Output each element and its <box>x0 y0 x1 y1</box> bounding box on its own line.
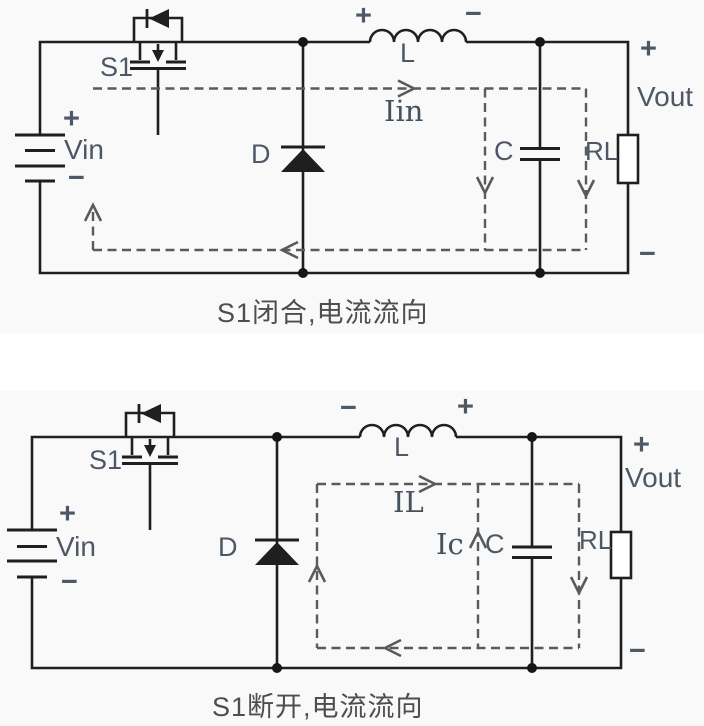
current-arrows <box>307 474 589 658</box>
mosfet-s1 <box>130 9 186 135</box>
vout-minus-sign: − <box>639 238 656 270</box>
current-arrow-down-icon <box>475 176 495 196</box>
diode-d <box>255 437 299 668</box>
inductor-l <box>358 423 458 438</box>
inductor-label: L <box>394 432 410 462</box>
inductor-minus-sign: − <box>465 0 482 30</box>
current-arrow-down-icon <box>569 576 589 596</box>
current-arrow-left-icon <box>279 240 299 260</box>
current-arrow-up-icon <box>468 529 488 549</box>
wires <box>30 435 623 670</box>
current-arrow-up-icon <box>83 202 103 222</box>
junction-dots <box>298 37 545 278</box>
vin-minus-sign: − <box>61 566 78 598</box>
inductor-label: L <box>400 38 416 68</box>
diode-triangle-icon <box>281 149 325 172</box>
diode-d <box>281 42 325 273</box>
current-arrow-down-icon <box>576 179 596 199</box>
mosfet-s1 <box>122 404 178 530</box>
inductor-plus-sign: + <box>457 391 474 423</box>
diode-label: D <box>251 139 271 169</box>
vin-label: Vin <box>64 134 104 165</box>
junction-dots <box>272 432 537 673</box>
vout-minus-sign: − <box>629 635 646 667</box>
figure-s1-closed-schematic <box>15 9 640 278</box>
capacitor-c <box>512 437 552 668</box>
current-arrow-up-icon <box>307 563 327 583</box>
current-arrow-left-icon <box>382 638 402 658</box>
vout-label: Vout <box>625 462 682 493</box>
capacitor-label: C <box>494 136 514 166</box>
vin-plus-sign: + <box>63 103 80 135</box>
input-current-label: Iin <box>384 94 424 128</box>
resistor-rl <box>609 530 633 580</box>
vin-plus-sign: + <box>59 498 76 530</box>
figure-caption: S1闭合,电流流向 <box>217 298 429 328</box>
inductor-plus-sign: + <box>355 0 372 32</box>
body-diode-icon <box>149 9 169 28</box>
inductor-current-label: IL <box>393 485 424 519</box>
body-diode-icon <box>141 404 161 423</box>
figure-s1-open-schematic <box>7 404 633 673</box>
vout-plus-sign: + <box>640 33 657 65</box>
vin-label: Vin <box>56 531 96 562</box>
battery-vin <box>7 528 57 579</box>
current-arrow-right-icon <box>397 79 417 98</box>
vout-label: Vout <box>637 81 694 112</box>
switch-label: S1 <box>100 52 134 82</box>
switch-label: S1 <box>89 445 123 475</box>
battery-vin <box>15 133 65 183</box>
inductor-l <box>368 28 468 43</box>
channel-arrow-icon <box>152 50 164 62</box>
wires <box>38 40 630 275</box>
current-path-s1-open <box>315 482 581 650</box>
figure-background-bottom <box>0 391 704 726</box>
capacitor-c <box>520 42 560 273</box>
current-arrows <box>83 79 596 260</box>
channel-arrow-icon <box>144 445 156 457</box>
current-arrow-right-icon <box>418 474 438 494</box>
load-label: RL <box>579 525 613 555</box>
diode-triangle-icon <box>255 542 299 565</box>
capacitor-label: C <box>485 529 505 559</box>
figure-caption: S1断开,电流流向 <box>212 692 424 722</box>
vin-minus-sign: − <box>68 162 85 194</box>
capacitor-current-label: Ic <box>436 527 464 561</box>
vout-plus-sign: + <box>633 429 650 461</box>
diode-label: D <box>218 532 238 562</box>
inductor-minus-sign: − <box>340 392 357 424</box>
resistor-rl <box>616 133 640 185</box>
current-path-s1-closed <box>91 87 588 252</box>
load-label: RL <box>585 136 619 166</box>
